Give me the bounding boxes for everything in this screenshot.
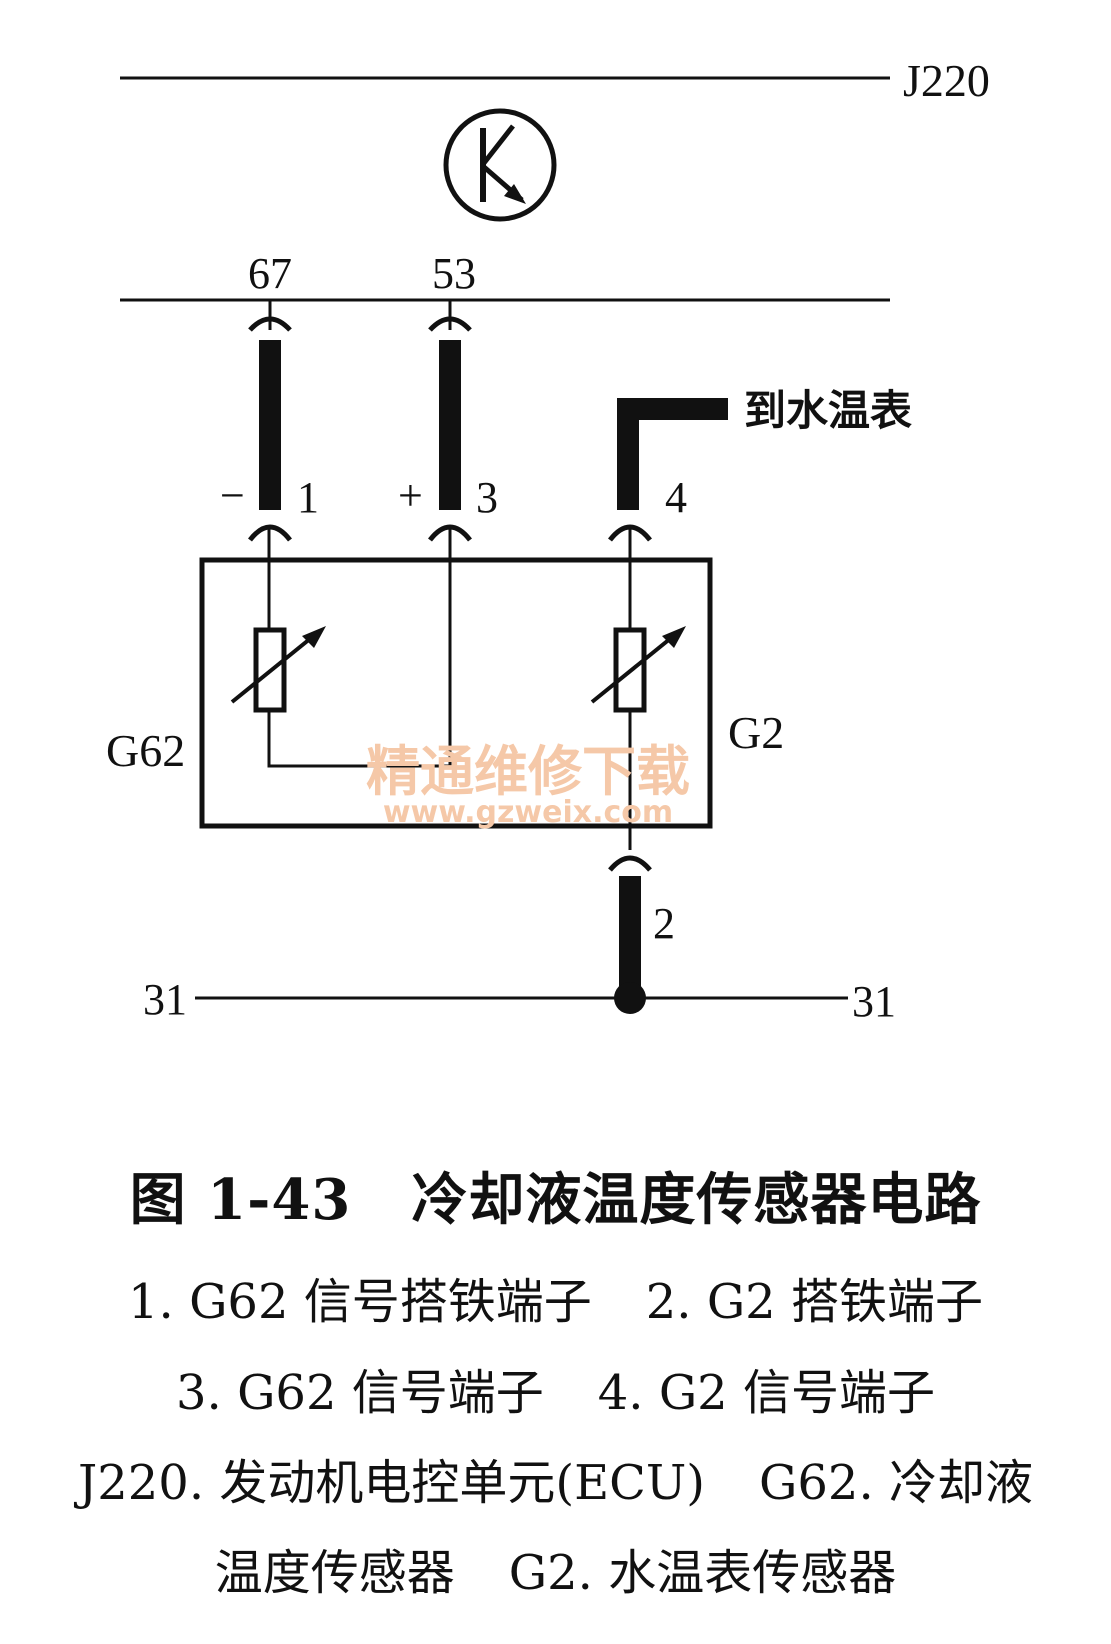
sensor-housing (199, 557, 713, 829)
wire-67-to-pin1 (259, 340, 281, 510)
legend-line: 3. G62 信号端子 4. G2 信号端子 (0, 1353, 1111, 1423)
wire-pin2-to-ground (619, 876, 641, 998)
internal-wire-g62-return (267, 528, 452, 768)
ground-left-label: 31 (143, 975, 187, 1024)
pin-2-label: 2 (653, 899, 675, 948)
to-gauge-label: 到水温表 (744, 386, 912, 435)
ground-junction-dot (614, 982, 646, 1014)
sensor-g2-label: G2 (728, 707, 784, 758)
figure-number: 图 1-43 (129, 1167, 352, 1233)
ground-right-label: 31 (852, 977, 896, 1026)
legend-item-3: 3. G62 信号端子 (176, 1365, 544, 1421)
terminal-67-label: 67 (248, 249, 292, 298)
watermark-text: 精通维修下载 (366, 740, 690, 803)
connector-cup-pin4 (608, 524, 652, 542)
legend-line: 温度传感器 G2. 水温表传感器 (0, 1533, 1111, 1603)
ecu-label: J220 (903, 55, 990, 106)
legend-line: J220. 发动机电控单元(ECU) G62. 冷却液 (0, 1443, 1111, 1513)
legend-item-7: G2. 水温表传感器 (508, 1545, 897, 1601)
wire-53-to-pin3 (439, 340, 461, 510)
legend-item-5: J220. 发动机电控单元(ECU) (77, 1455, 706, 1511)
pin-1-label: 1 (297, 473, 319, 522)
terminal-53-label: 53 (432, 249, 476, 298)
legend-item-4: 4. G2 信号端子 (597, 1365, 935, 1421)
figure-title: 冷却液温度传感器电路 (411, 1167, 982, 1233)
connector-cup-53 (428, 300, 472, 332)
connector-cup-67 (248, 300, 292, 332)
watermark-url: www.gzweix.com (383, 795, 673, 830)
connector-cup-pin1 (248, 524, 292, 542)
transistor-icon (443, 108, 557, 222)
sensor-g62-label: G62 (106, 725, 185, 776)
figure-caption: 图 1-43 冷却液温度传感器电路 (0, 1155, 1111, 1236)
plus-sign: + (398, 471, 423, 520)
g62-thermistor-icon (230, 626, 326, 713)
circuit-diagram: J220 67 53 到水温表 − 1 + 3 4 (106, 55, 990, 1026)
g2-thermistor-icon (590, 626, 686, 713)
connector-cup-pin3 (428, 524, 472, 542)
legend-line: 1. G62 信号搭铁端子 2. G2 搭铁端子 (0, 1262, 1111, 1332)
legend-item-2: 2. G2 搭铁端子 (645, 1274, 983, 1330)
minus-sign: − (220, 471, 245, 520)
legend-item-1: 1. G62 信号搭铁端子 (128, 1274, 592, 1330)
pin-3-label: 3 (476, 473, 498, 522)
legend-item-6-part1: G62. 冷却液 (759, 1455, 1033, 1511)
connector-cup-pin2 (608, 855, 652, 872)
legend-item-6-part2: 温度传感器 (214, 1545, 455, 1601)
wire-pin4-to-gauge (617, 398, 728, 510)
pin-4-label: 4 (665, 473, 687, 522)
